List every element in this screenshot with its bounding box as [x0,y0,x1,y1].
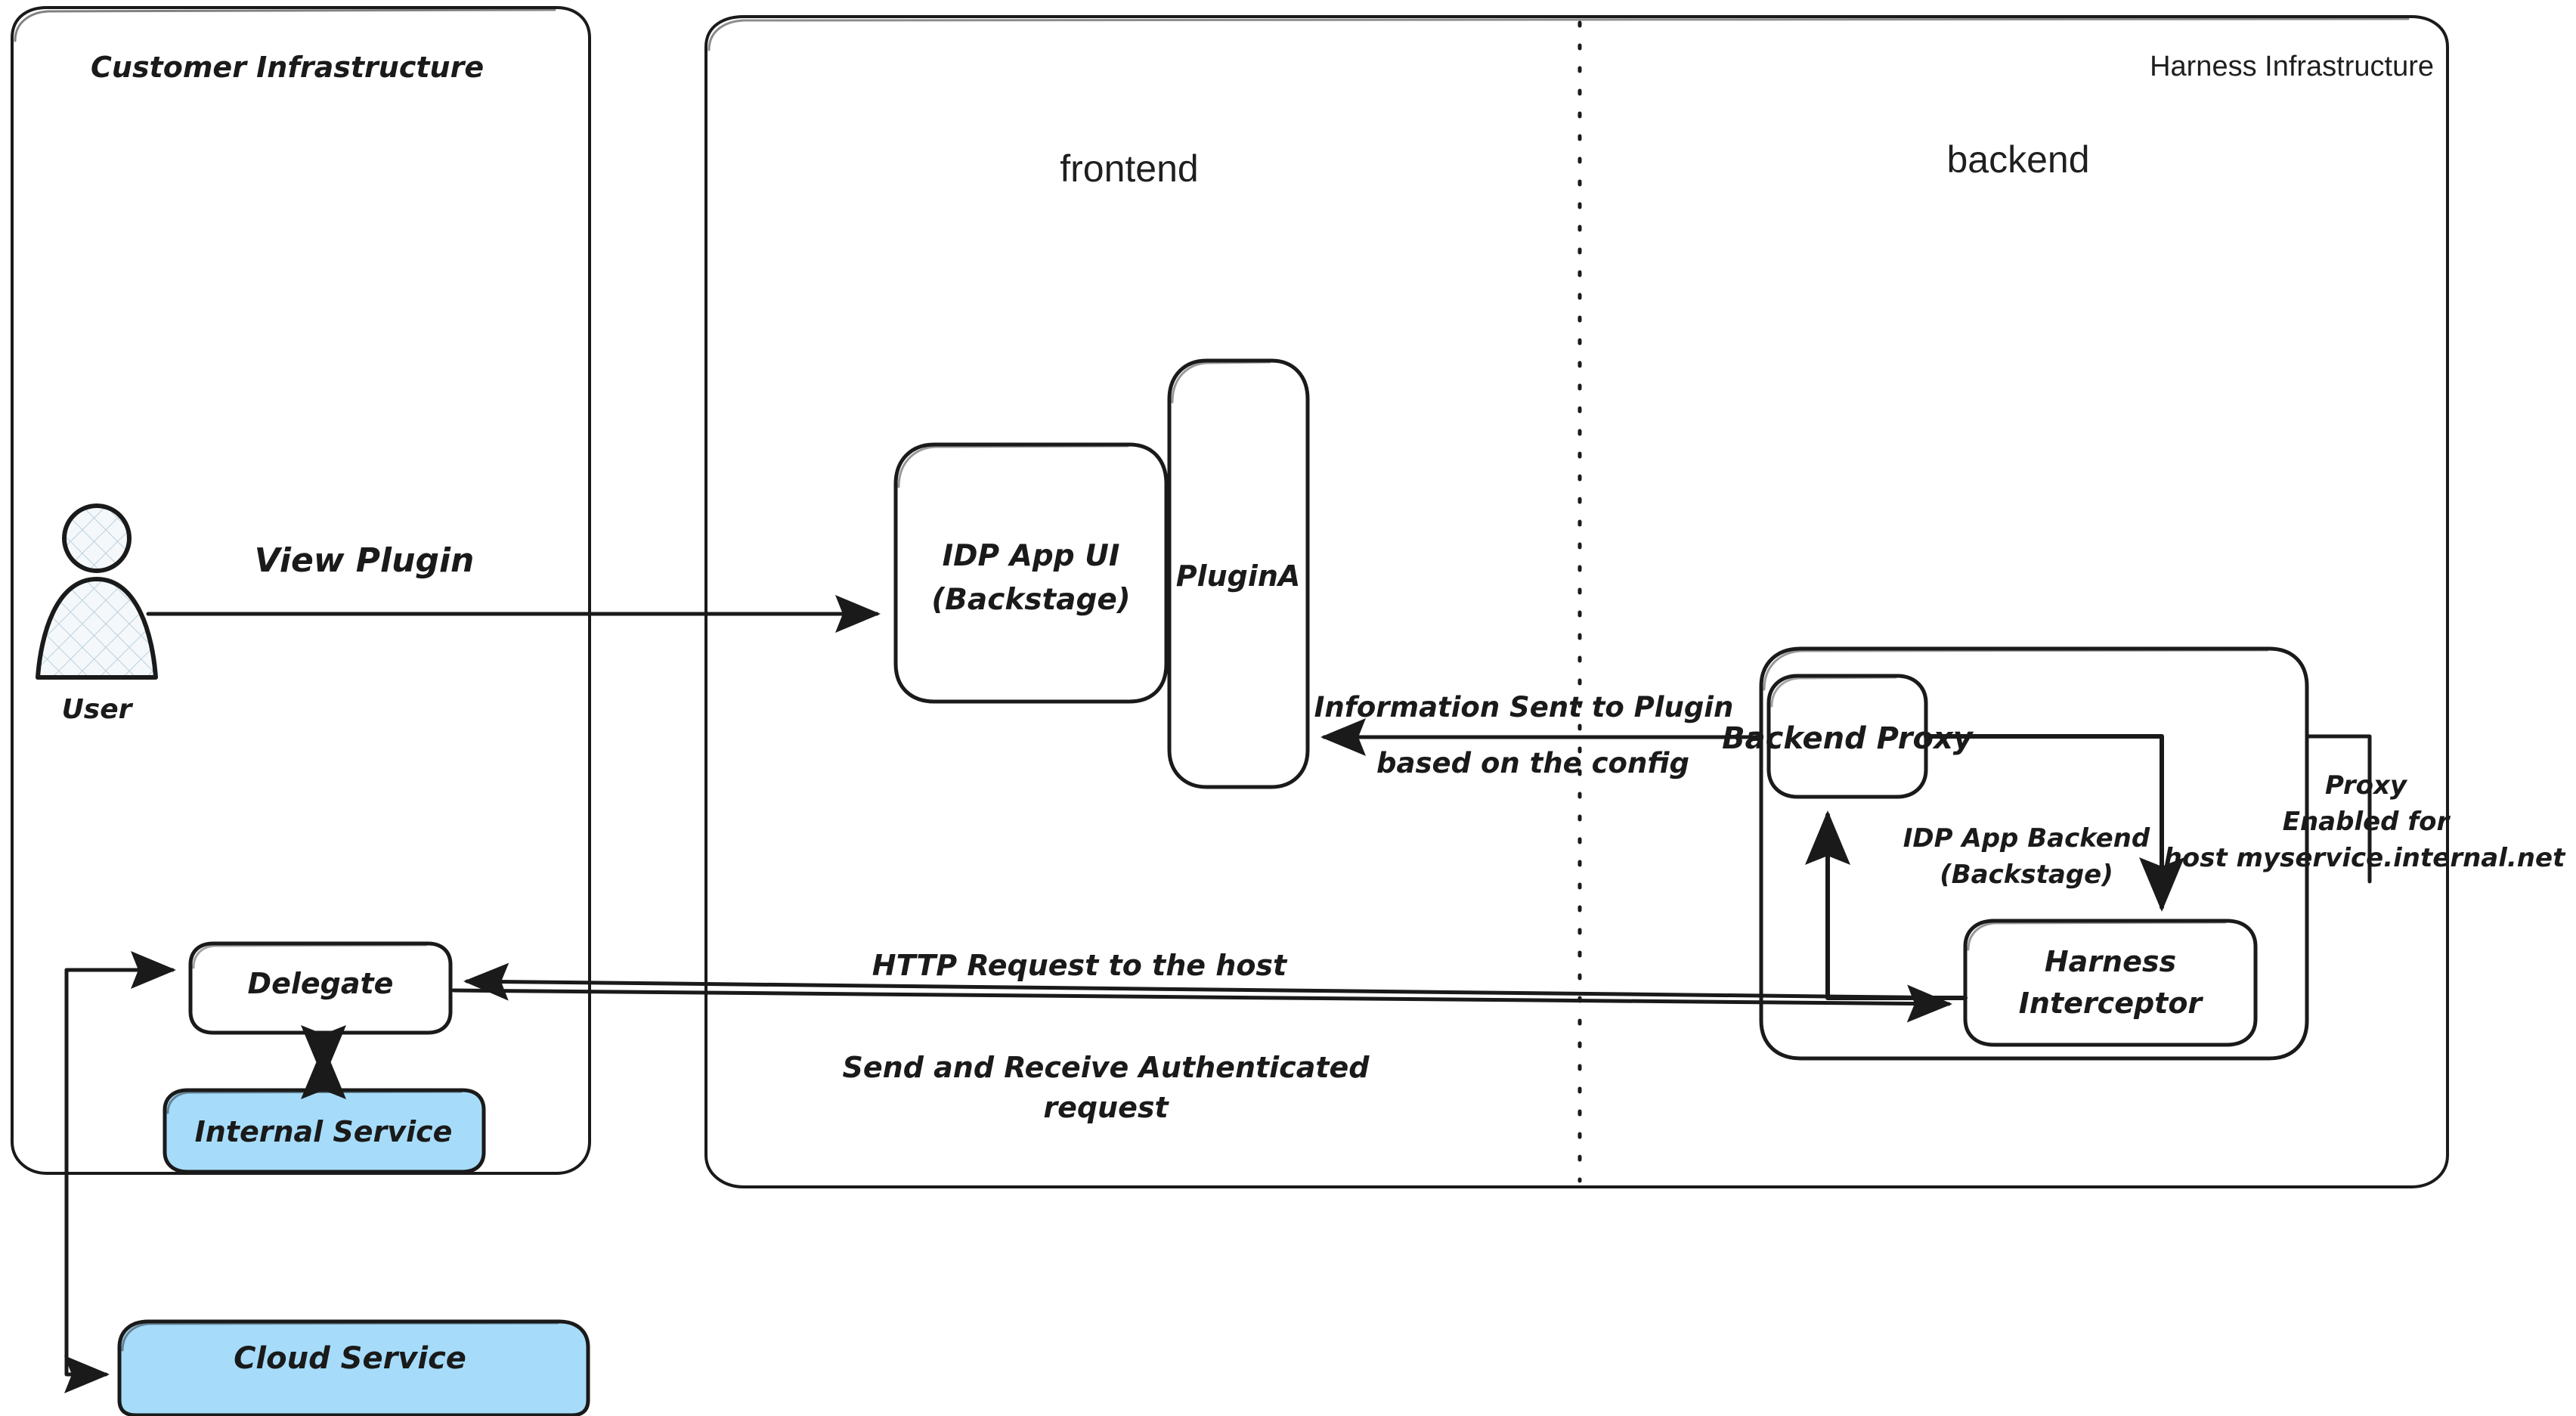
node-label-delegate: Delegate [248,967,394,1000]
node-cloud-service[interactable] [117,1319,590,1416]
node-label-idp-app-ui-line2: (Backstage) [931,583,1130,617]
node-label-idp-app-ui-line1: IDP App UI [943,539,1120,573]
edge-label-view-plugin: View Plugin [255,541,475,580]
node-internal-service[interactable] [163,1088,486,1174]
user-actor [36,504,158,680]
container-label-idp-app-backend-line1: IDP App Backend [1903,823,2150,854]
user-actor-label: User [62,694,134,725]
node-label-backend-proxy: Backend Proxy [1722,721,1974,756]
zone-label-frontend: frontend [1060,147,1198,190]
zone-label-backend: backend [1946,138,2089,181]
edge-interceptor-delegate-request [451,962,1965,1023]
harness-infrastructure-title: Harness Infrastructure [2150,51,2434,82]
node-harness-interceptor[interactable] [1963,919,2258,1047]
edge-label-send-receive-line1: Send and Receive Authenticated [843,1051,1370,1084]
edge-cloud-service-to-delegate [64,951,176,1393]
edge-label-http-request: HTTP Request to the host [872,949,1288,982]
customer-infrastructure-title: Customer Infrastructure [91,51,484,84]
node-backend-proxy[interactable] [1766,674,1928,799]
node-label-cloud-service: Cloud Service [234,1341,466,1376]
node-label-internal-service: Internal Service [195,1115,453,1148]
node-delegate[interactable] [188,941,453,1035]
customer-infrastructure-container [11,6,591,1175]
edge-backend-proxy-to-interceptor [1924,734,2184,912]
node-label-harness-interceptor-line2: Interceptor [2019,987,2204,1020]
edge-label-proxy-enabled-line1: Proxy [2325,770,2408,801]
edge-proxy-enabled-line [2305,734,2372,884]
node-idp-app-ui[interactable] [893,442,1169,704]
edge-label-info-sent-line1: Information Sent to Plugin [1314,691,1734,723]
node-label-plugin-a: PluginA [1176,559,1301,593]
node-label-harness-interceptor-line1: Harness [2045,945,2176,978]
edge-label-send-receive-line2: request [1043,1091,1169,1124]
edge-label-info-sent-line2: based on the config [1376,747,1689,779]
edge-label-proxy-enabled-line3: host myservice.internal.net [2164,843,2566,873]
edge-label-proxy-enabled-line2: Enabled for [2283,807,2451,837]
node-plugin-a[interactable] [1167,358,1310,789]
container-label-idp-app-backend-line2: (Backstage) [1940,860,2113,890]
